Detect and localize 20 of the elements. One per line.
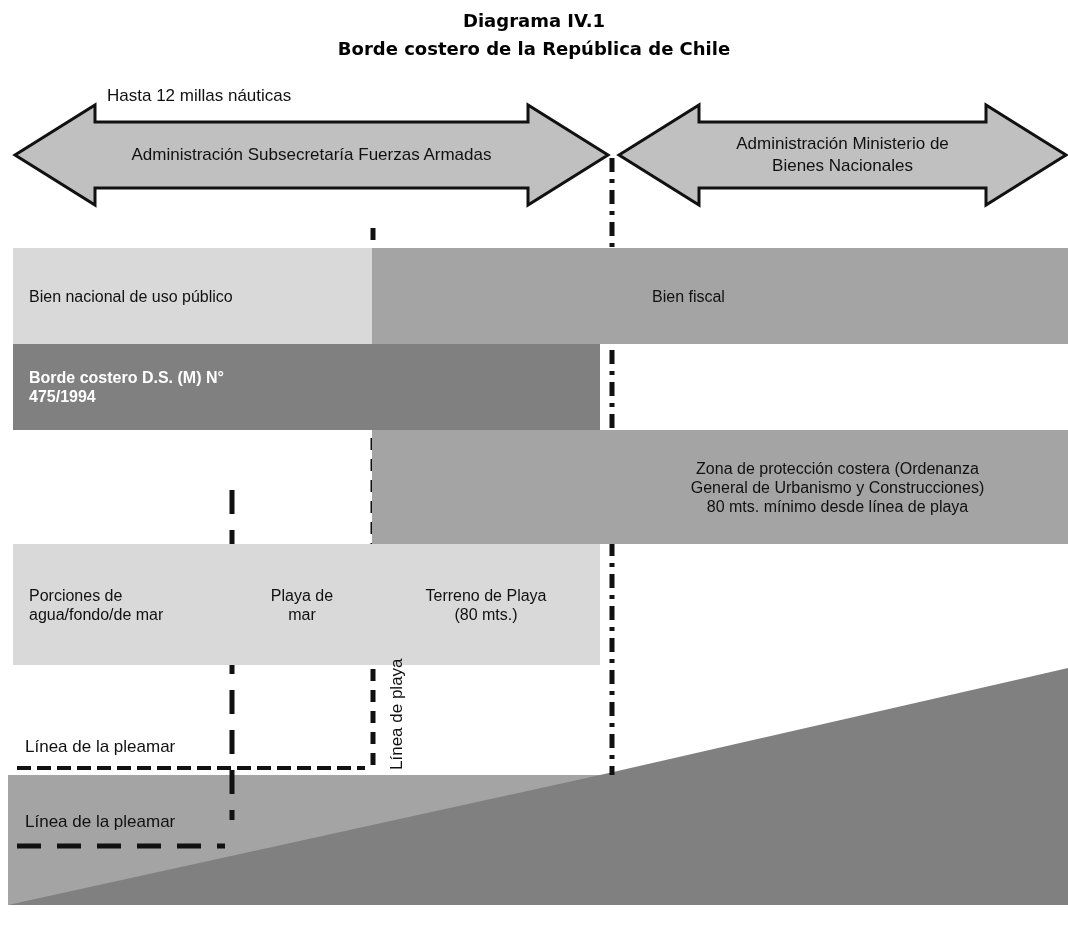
label-text: Terreno de Playa (80 mts.) [424,585,548,624]
label-text: Administración Subsecretaría Fuerzas Armadas [131,144,492,166]
label-text: Porciones de agua/fondo/de mar [29,585,165,624]
label-text: Línea de playa [387,658,406,770]
band [372,248,1068,344]
label-text: Borde costero D.S. (M) N° 475/1994 [29,368,225,406]
band [372,430,1068,544]
band [13,544,232,665]
label-text: Línea de la pleamar [25,737,176,756]
label-text: Playa de mar [269,585,335,624]
diagram-title: Diagrama IV.1 [462,10,606,31]
band [13,248,372,344]
diagram-caption: Borde costero de la República de Chile [336,38,732,59]
label-text: Zona de protección costera (Ordenanza General de Urbanismo y Construcciones) 80 mts. mínimo desde línea de playa [689,458,986,516]
label-text: Bien fiscal [652,286,725,306]
label-text: Bien nacional de uso público [29,286,233,306]
band [13,344,600,430]
label-text: Administración Ministerio de Bienes Nacionales [735,133,950,177]
label-text: Hasta 12 millas náuticas [107,86,292,105]
label-text: Línea de la pleamar [25,812,176,831]
